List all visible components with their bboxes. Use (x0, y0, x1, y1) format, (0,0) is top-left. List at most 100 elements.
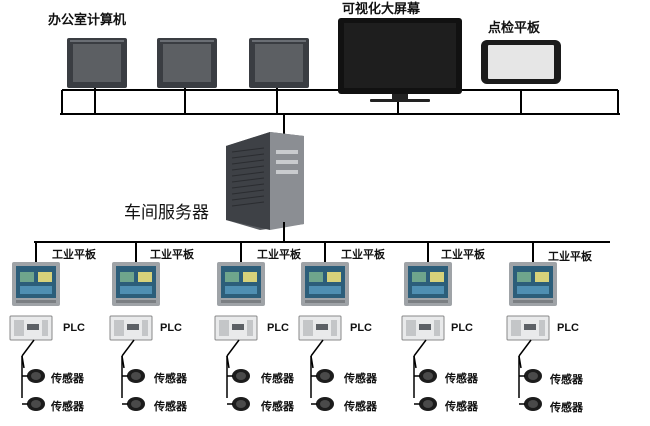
sensor-label: 传感器 (154, 372, 187, 385)
sensor-icon (316, 397, 334, 411)
sensor-label: 传感器 (51, 372, 84, 385)
panel-widget (327, 272, 341, 282)
monitor-screen (163, 44, 211, 82)
plc-label: PLC (557, 322, 579, 334)
panel-widget (20, 286, 52, 294)
plc-module-icon (506, 315, 550, 341)
sensor-face (131, 400, 141, 408)
sensor-face (236, 372, 246, 380)
panel-widget (309, 286, 341, 294)
panel-bezel (221, 300, 261, 303)
industrial-tablet-label: 工业平板 (548, 250, 592, 263)
plc-display (316, 324, 328, 330)
sensor-icon (27, 369, 45, 383)
industrial-tablet-label: 工业平板 (52, 248, 96, 261)
panel-widget (38, 272, 52, 282)
sensor-label: 传感器 (51, 400, 84, 413)
server-vent (231, 153, 265, 159)
visual-big-screen-label: 可视化大屏幕 (342, 2, 421, 17)
sensor-icon (127, 397, 145, 411)
panel-bezel (116, 300, 156, 303)
panel-widget (20, 272, 34, 282)
panel-widget (517, 272, 531, 282)
sensor-icon (419, 369, 437, 383)
plc-terminal (303, 320, 313, 336)
monitor-highlight (70, 40, 124, 42)
big-screen-panel (344, 23, 456, 88)
sensor-label: 传感器 (261, 372, 294, 385)
plc-display (524, 324, 536, 330)
sensor-face (31, 400, 41, 408)
plc-display (232, 324, 244, 330)
industrial-tablet-icon (509, 262, 557, 306)
server-vent (231, 177, 265, 183)
panel-bezel (305, 300, 345, 303)
sensor-cable (21, 339, 35, 357)
sensor-icon (232, 369, 250, 383)
server-vent (231, 195, 265, 201)
plc-terminal (511, 320, 521, 336)
sensor-label: 传感器 (550, 373, 583, 386)
industrial-tablet-icon (217, 262, 265, 306)
server-side (270, 132, 304, 230)
plc-terminal (539, 320, 545, 336)
sensor-cable (121, 339, 135, 357)
panel-widget (225, 272, 239, 282)
sensor-label: 传感器 (344, 372, 377, 385)
plc-label: PLC (267, 322, 289, 334)
server-front (226, 132, 270, 230)
office-computer-label: 办公室计算机 (48, 13, 127, 28)
server-vent (231, 171, 265, 177)
industrial-tablet-label: 工业平板 (257, 248, 301, 261)
panel-bezel (513, 300, 553, 303)
server-vent (231, 147, 265, 153)
tablet-screen (488, 45, 554, 79)
plc-terminal (247, 320, 253, 336)
plc-terminal (434, 320, 440, 336)
sensor-label: 传感器 (445, 400, 478, 413)
plc-module-icon (9, 315, 53, 341)
plc-terminal (219, 320, 229, 336)
industrial-tablet-icon (112, 262, 160, 306)
industrial-tablet-label: 工业平板 (341, 248, 385, 261)
plc-module-icon (109, 315, 153, 341)
sensor-label: 传感器 (344, 400, 377, 413)
sensor-icon (316, 369, 334, 383)
sensor-icon (27, 397, 45, 411)
server-vent (231, 159, 265, 165)
plc-display (27, 324, 39, 330)
visual-big-screen (338, 18, 462, 102)
sensor-face (423, 400, 433, 408)
sensor-icon (127, 369, 145, 383)
big-screen-base (370, 99, 430, 102)
sensor-icon (524, 397, 542, 411)
office-computer-monitor (157, 38, 217, 88)
plc-terminal (331, 320, 337, 336)
sensor-face (423, 372, 433, 380)
sensor-face (320, 372, 330, 380)
panel-widget (535, 272, 549, 282)
sensor-icon (232, 397, 250, 411)
plc-terminal (14, 320, 24, 336)
industrial-tablet-icon (301, 262, 349, 306)
panel-bezel (408, 300, 448, 303)
panel-widget (120, 286, 152, 294)
sensor-face (131, 372, 141, 380)
panel-widget (120, 272, 134, 282)
big-screen-neck (392, 94, 408, 100)
inspection-tablet-label: 点检平板 (488, 21, 541, 36)
sensor-face (31, 372, 41, 380)
panel-widget (430, 272, 444, 282)
monitor-screen (255, 44, 303, 82)
plc-display (419, 324, 431, 330)
sensor-icon (524, 369, 542, 383)
sensor-cable (518, 339, 532, 357)
sensor-label: 传感器 (261, 400, 294, 413)
plc-module-icon (214, 315, 258, 341)
monitor-screen (73, 44, 121, 82)
workshop-server-label: 车间服务器 (124, 203, 209, 223)
plc-label: PLC (350, 322, 372, 334)
panel-widget (517, 286, 549, 294)
plc-terminal (42, 320, 48, 336)
